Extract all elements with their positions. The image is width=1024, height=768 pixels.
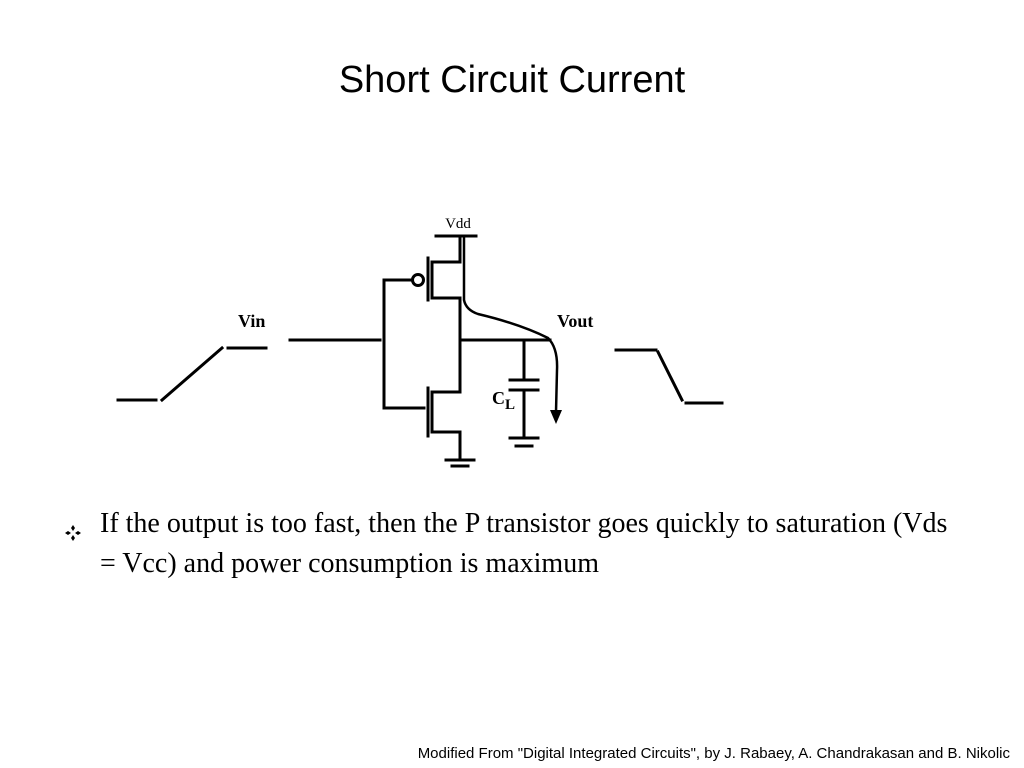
footer-credit: Modified From "Digital Integrated Circui… <box>417 745 1010 762</box>
bullet-point: If the output is too fast, then the P tr… <box>64 504 964 584</box>
input-waveform <box>116 345 268 403</box>
vdd-label: Vdd <box>445 216 471 232</box>
bullet-text: If the output is too fast, then the P tr… <box>100 508 948 579</box>
capacitor-label-subscript: L <box>505 397 515 413</box>
load-capacitor <box>508 338 540 448</box>
capacitor-label-main: C <box>492 388 505 408</box>
pmos-gate-bubble <box>411 273 425 287</box>
pmos-transistor <box>382 256 462 342</box>
nmos-ground-symbol <box>444 458 476 468</box>
current-arrow-icon <box>550 410 562 424</box>
vin-label: Vin <box>238 311 265 331</box>
short-circuit-current-path <box>462 234 559 414</box>
capacitor-label: CL <box>492 388 515 413</box>
diamond-bullet-icon <box>64 514 82 554</box>
nmos-transistor <box>382 338 462 460</box>
vout-label: Vout <box>557 311 593 331</box>
slide-title: Short Circuit Current <box>338 59 686 101</box>
output-waveform <box>614 348 724 405</box>
